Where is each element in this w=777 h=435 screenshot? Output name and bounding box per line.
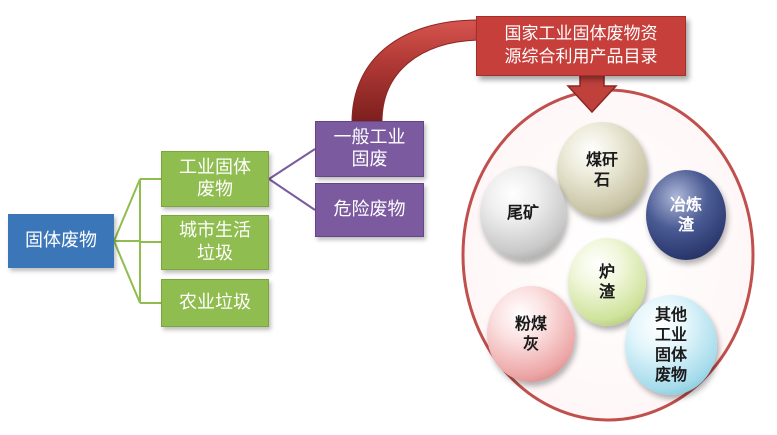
ball-fly-ash: 粉煤 灰 bbox=[487, 286, 575, 382]
node-municipal-waste: 城市生活 垃圾 bbox=[161, 215, 269, 270]
ball-smelting-slag: 冶炼 渣 bbox=[646, 170, 726, 260]
connector-level1-level2 bbox=[268, 148, 316, 211]
ball-other-industrial-waste: 其他 工业 固体 废物 bbox=[625, 295, 717, 395]
node-general-industrial-waste: 一般工业 固废 bbox=[315, 121, 424, 177]
node-label: 城市生活 垃圾 bbox=[179, 220, 251, 264]
connector-root-bracket bbox=[113, 178, 141, 304]
curved-arrow-catalog bbox=[351, 19, 479, 123]
node-agricultural-waste: 农业垃圾 bbox=[161, 279, 269, 327]
ball-furnace-slag: 炉 渣 bbox=[568, 238, 646, 326]
ball-label: 其他 工业 固体 废物 bbox=[654, 305, 687, 384]
catalog-callout: 国家工业固体废物资 源综合利用产品目录 bbox=[476, 16, 686, 76]
ball-label: 粉煤 灰 bbox=[514, 314, 547, 353]
ball-tailings: 尾矿 bbox=[480, 166, 566, 260]
catalog-label: 国家工业固体废物资 源综合利用产品目录 bbox=[504, 24, 658, 67]
node-label: 危险废物 bbox=[333, 198, 406, 220]
node-hazardous-waste: 危险废物 bbox=[315, 183, 424, 237]
ball-label: 煤矸 石 bbox=[585, 150, 618, 189]
ball-label: 炉 渣 bbox=[598, 262, 615, 301]
node-industrial-solid-waste: 工业固体 废物 bbox=[161, 151, 269, 207]
node-label: 一般工业 固废 bbox=[333, 126, 406, 171]
arrow-down-icon bbox=[566, 73, 618, 114]
root-node-solid-waste: 固体废物 bbox=[8, 214, 114, 268]
connector-root-level1 bbox=[114, 178, 161, 304]
ball-label: 冶炼 渣 bbox=[669, 195, 702, 234]
node-label: 农业垃圾 bbox=[179, 291, 251, 313]
node-label: 工业固体 废物 bbox=[179, 156, 251, 201]
ball-label: 尾矿 bbox=[506, 203, 539, 222]
ball-coal-gangue: 煤矸 石 bbox=[557, 122, 647, 218]
root-label: 固体废物 bbox=[25, 229, 97, 251]
